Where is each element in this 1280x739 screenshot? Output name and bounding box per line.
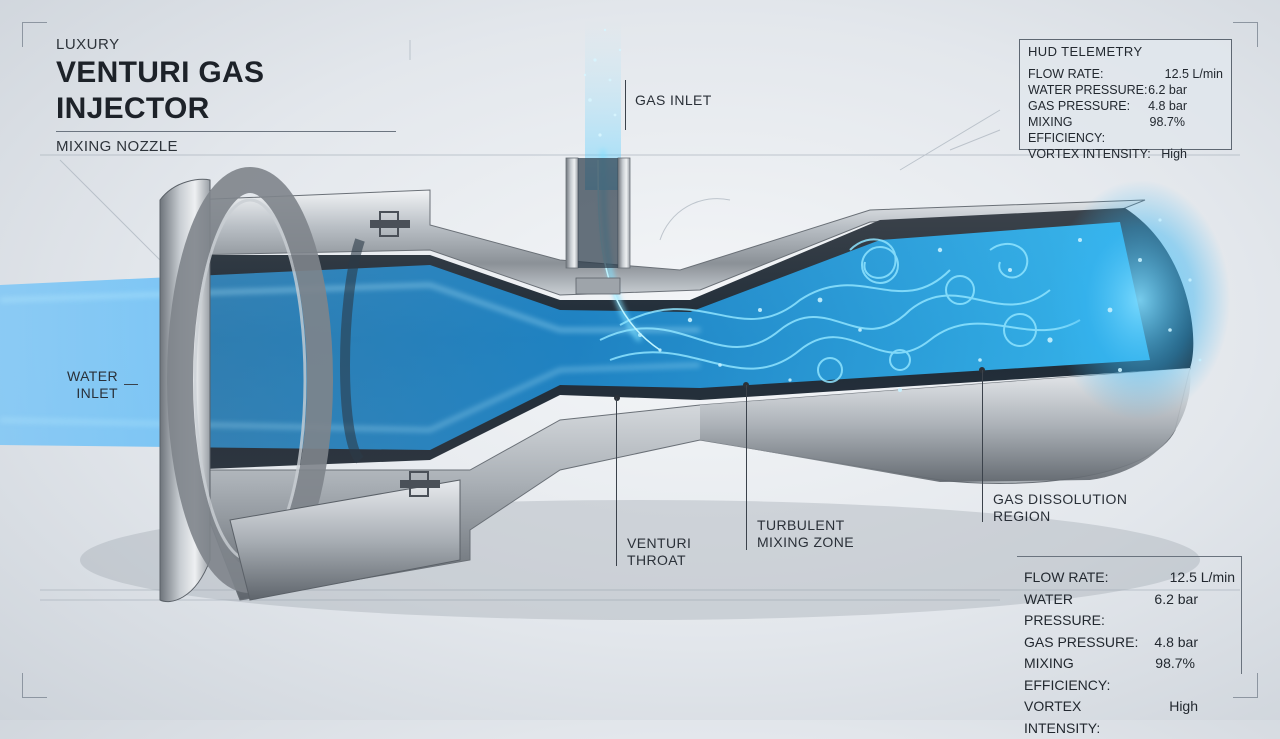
gas-inlet-leader	[625, 80, 626, 130]
hud-value: 98.7%	[1155, 655, 1195, 671]
gas-inlet-label: GAS INLET	[635, 92, 712, 108]
venturi-throat-label-line: THROAT	[627, 552, 686, 568]
turbulent-zone-leader	[746, 385, 747, 550]
frame-corner	[1233, 673, 1258, 698]
hud-row-vortex-intensity: VORTEX INTENSITY: High	[1028, 146, 1223, 162]
turbulent-zone-label-line: TURBULENT	[757, 517, 845, 533]
hud-row-gas-pressure: GAS PRESSURE: 4.8 bar	[1024, 632, 1235, 654]
hud-row-mixing-efficiency: MIXING EFFICIENCY: 98.7%	[1028, 114, 1223, 146]
hud-label: GAS PRESSURE:	[1028, 99, 1131, 113]
turbulent-zone-label: TURBULENT MIXING ZONE	[757, 517, 854, 551]
hud-row-flow-rate: FLOW RATE: 12.5 L/min	[1024, 567, 1235, 589]
water-inlet-leader	[124, 384, 138, 385]
hud-label: FLOW RATE:	[1024, 569, 1109, 585]
hud-row-mixing-efficiency: MIXING EFFICIENCY: 98.7%	[1024, 653, 1235, 696]
frame-corner	[22, 22, 47, 47]
hud-label: MIXING EFFICIENCY:	[1024, 655, 1111, 693]
hud-label: FLOW RATE:	[1028, 67, 1104, 81]
water-inlet-label: WATER INLET	[66, 368, 118, 402]
hud-readout-panel: FLOW RATE: 12.5 L/min WATER PRESSURE: 6.…	[1017, 556, 1242, 736]
hud-label: WATER PRESSURE:	[1024, 590, 1105, 629]
hud-row-water-pressure: WATER PRESSURE: 6.2 bar	[1028, 82, 1223, 98]
hud-value: High	[1169, 698, 1198, 714]
hud-telemetry-panel: HUD TELEMETRY FLOW RATE: 12.5 L/min WATE…	[1019, 39, 1232, 161]
title-block: LUXURY VENTURI GAS INJECTOR MIXING NOZZL…	[56, 36, 406, 155]
turbulent-zone-label-line: MIXING ZONE	[757, 534, 854, 550]
hud-value: 12.5 L/min	[1169, 569, 1235, 585]
hud-label: VORTEX INTENSITY:	[1028, 147, 1151, 161]
hud-row-water-pressure: WATER PRESSURE: 6.2 bar	[1024, 589, 1235, 632]
frame-corner	[1233, 22, 1258, 47]
hud-label: VORTEX INTENSITY:	[1024, 698, 1101, 736]
dissolution-region-label: GAS DISSOLUTION REGION	[993, 491, 1127, 525]
injector-illustration	[0, 20, 1240, 620]
hud-value: 6.2 bar	[1148, 83, 1187, 97]
hud-row-flow-rate: FLOW RATE: 12.5 L/min	[1028, 66, 1223, 82]
hud-value: High	[1161, 147, 1187, 161]
venturi-throat-leader	[616, 398, 617, 566]
hud-title: HUD TELEMETRY	[1028, 44, 1143, 59]
hud-value: 4.8 bar	[1148, 99, 1187, 113]
dissolution-region-leader	[982, 370, 983, 522]
title-kicker: LUXURY	[56, 36, 120, 53]
water-inlet-label-line: WATER	[67, 368, 118, 384]
title-divider	[56, 131, 396, 132]
dissolution-region-label-line: GAS DISSOLUTION	[993, 491, 1128, 507]
hud-value: 4.8 bar	[1154, 633, 1198, 650]
hud-value: 12.5 L/min	[1164, 67, 1223, 81]
frame-corner	[22, 673, 47, 698]
venturi-throat-label-line: VENTURI	[627, 535, 692, 551]
venturi-throat-label: VENTURI THROAT	[627, 535, 691, 569]
hud-row-vortex-intensity: VORTEX INTENSITY: High	[1024, 696, 1235, 739]
hud-label: MIXING EFFICIENCY:	[1028, 115, 1106, 145]
water-inlet-label-line: INLET	[76, 385, 118, 401]
hud-value: 98.7%	[1149, 115, 1185, 129]
dissolution-region-label-line: REGION	[993, 508, 1051, 524]
page-title: VENTURI GAS INJECTOR	[56, 56, 265, 125]
hud-row-gas-pressure: GAS PRESSURE: 4.8 bar	[1028, 98, 1223, 114]
hud-label: GAS PRESSURE:	[1024, 633, 1139, 650]
page-subtitle: MIXING NOZZLE	[56, 138, 178, 155]
hud-value: 6.2 bar	[1154, 590, 1198, 607]
hud-label: WATER PRESSURE:	[1028, 83, 1148, 97]
